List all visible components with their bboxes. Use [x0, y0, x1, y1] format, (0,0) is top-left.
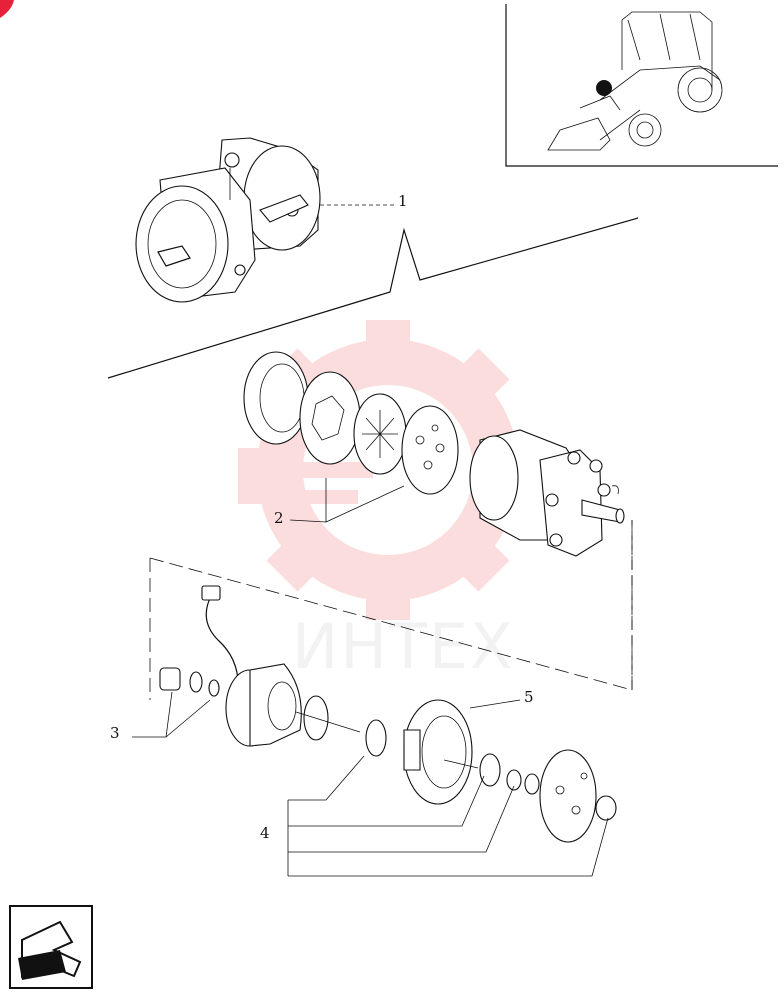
leader-2: [289, 478, 405, 523]
leader-5: [469, 699, 521, 709]
clutch-plates: [243, 351, 459, 495]
pulley-group: [295, 695, 617, 843]
compressor-body: [469, 429, 625, 557]
callout-4: 4: [260, 824, 270, 842]
leader-4: [287, 755, 609, 877]
red-corner-mark: [0, 0, 14, 18]
leader-3: [132, 691, 211, 738]
locator-inset: [505, 4, 778, 167]
callout-3: 3: [110, 724, 120, 742]
callout-5: 5: [524, 688, 534, 706]
compressor-assembly: [135, 137, 321, 303]
break-line: [107, 217, 639, 379]
callout-1: 1: [398, 192, 408, 210]
callout-2: 2: [274, 509, 284, 527]
locator-dot: [596, 80, 612, 96]
tractor-locator-icon: [547, 11, 723, 151]
watermark-text: ИНТЕХ: [292, 610, 515, 683]
field-coil: [201, 585, 302, 747]
arrow-down-left-icon[interactable]: [9, 905, 93, 989]
small-parts-3: [159, 667, 220, 697]
